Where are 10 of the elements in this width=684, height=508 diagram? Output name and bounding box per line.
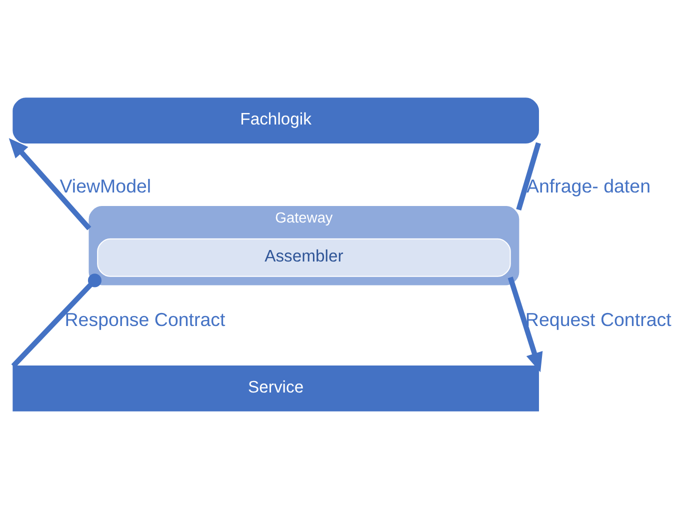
edge-label: Request Contract bbox=[525, 308, 672, 330]
node-box: Service bbox=[12, 365, 539, 411]
node-box: Assembler bbox=[97, 238, 511, 276]
arrow bbox=[8, 138, 92, 230]
edge-label: Response Contract bbox=[64, 308, 226, 330]
edge-label: ViewModel bbox=[60, 174, 152, 196]
arrow bbox=[508, 276, 543, 372]
connector bbox=[516, 142, 541, 210]
connector bbox=[11, 273, 102, 368]
node-box: Fachlogik bbox=[12, 97, 539, 143]
